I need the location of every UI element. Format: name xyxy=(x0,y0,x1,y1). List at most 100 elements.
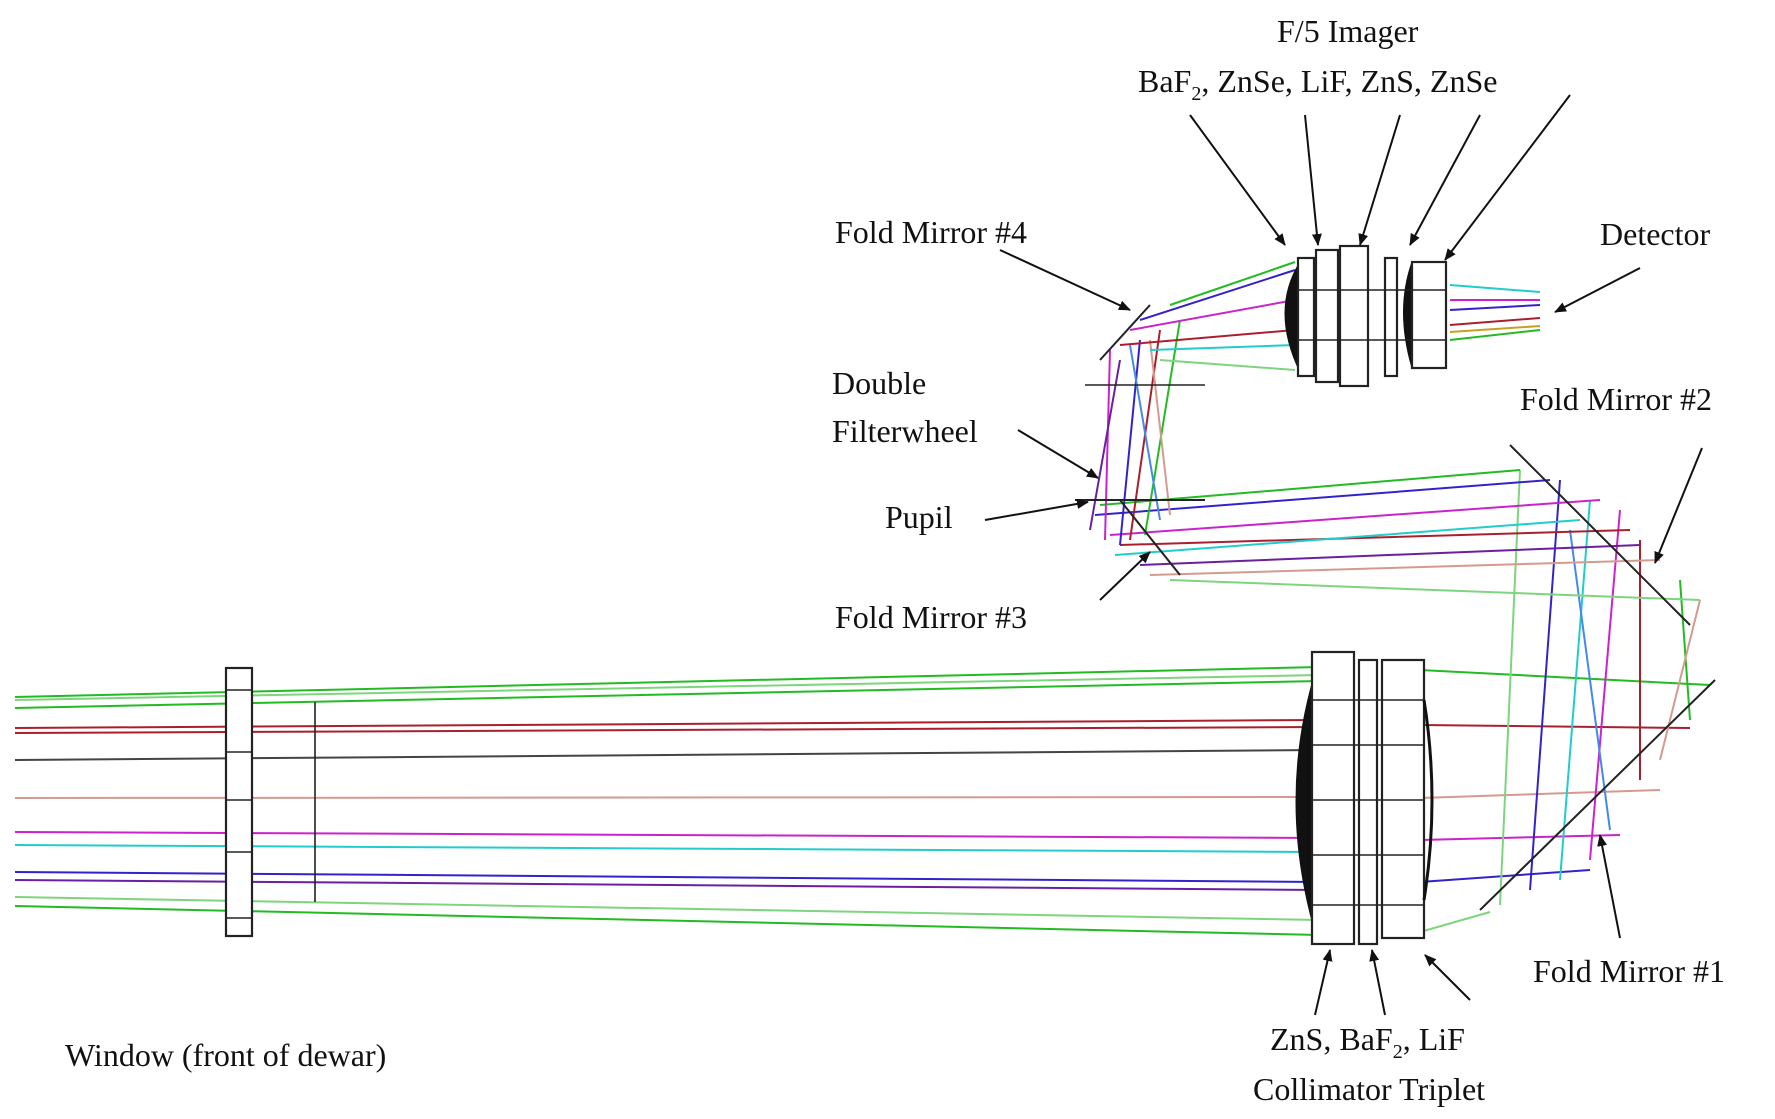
arrow-imager-lif xyxy=(1358,114,1401,246)
mirrors xyxy=(1075,304,1716,911)
arrow-imager-zns xyxy=(1409,114,1481,246)
arrow-collimator-lif xyxy=(1424,954,1471,1001)
ray-input xyxy=(14,719,1321,729)
ray-fold-vertical xyxy=(1529,479,1561,891)
ray-input xyxy=(14,674,1321,701)
ray-fold-vertical xyxy=(1679,579,1691,721)
ray-to-imager xyxy=(1119,329,1296,346)
label-fold-mirror-1: Fold Mirror #1 xyxy=(1533,953,1725,989)
fold-mirror-2 xyxy=(1509,444,1691,626)
ray-fold-vertical xyxy=(1589,509,1621,861)
ray-input xyxy=(14,844,1321,853)
ray-return xyxy=(1149,559,1661,576)
arrow-fold-mirror-3 xyxy=(1099,551,1151,601)
ray-input xyxy=(14,666,1321,698)
callout-arrows xyxy=(984,94,1703,1016)
ray-return xyxy=(1119,529,1631,546)
ray-fold-vertical xyxy=(1659,599,1701,761)
window-lens xyxy=(224,666,254,938)
ray-to-imager xyxy=(1149,344,1296,351)
label-detector: Detector xyxy=(1600,216,1711,252)
arrow-fold-mirror-1 xyxy=(1597,834,1621,939)
arrow-detector xyxy=(1554,267,1641,313)
imager-materials-baf: BaF xyxy=(1138,63,1191,99)
ray-filter-path xyxy=(1149,339,1171,516)
ray-return xyxy=(1169,579,1701,601)
fold-mirror-3 xyxy=(1119,499,1181,576)
ray-input xyxy=(14,680,1321,709)
ray-to-detector xyxy=(1449,284,1541,293)
ray-collimated xyxy=(1419,911,1491,933)
arrow-collimator-baf2 xyxy=(1369,949,1386,1016)
ray-collimated xyxy=(1419,724,1691,729)
imager-title: F/5 Imager xyxy=(1277,13,1419,49)
collimator-materials: ZnS, BaF2, LiF xyxy=(1270,1021,1465,1063)
ray-filter-path xyxy=(1129,344,1161,521)
collimator-title: Collimator Triplet xyxy=(1253,1071,1485,1107)
collimator-lens-lif xyxy=(1380,658,1426,940)
arrow-fold-mirror-4 xyxy=(999,249,1131,311)
ray-to-detector xyxy=(1449,329,1541,341)
imager-lens-zns xyxy=(1383,256,1399,378)
ray-filter-path xyxy=(1104,349,1111,541)
ray-to-imager xyxy=(1159,359,1296,371)
ray-collimated xyxy=(1419,789,1661,799)
label-fold-mirror-2: Fold Mirror #2 xyxy=(1520,381,1712,417)
arrow-imager-znse xyxy=(1304,114,1322,246)
ray-to-imager xyxy=(1169,261,1296,306)
ray-fold-vertical xyxy=(1559,499,1591,881)
ray-filter-path xyxy=(1089,359,1121,531)
arrow-filterwheel xyxy=(1017,429,1099,479)
collimator-materials-sub: 2 xyxy=(1393,1041,1403,1063)
label-double: Double xyxy=(832,365,926,401)
label-filterwheel: Filterwheel xyxy=(832,413,978,449)
ray-filter-path xyxy=(1119,339,1141,546)
ray-filter-path xyxy=(1144,319,1181,536)
imager-materials-rest: , ZnSe, LiF, ZnS, ZnSe xyxy=(1201,63,1497,99)
collimator-materials-zns: ZnS, BaF xyxy=(1270,1021,1393,1057)
ray-fold-vertical xyxy=(1499,469,1521,906)
imager-lens-znse-2 xyxy=(1410,260,1448,370)
collimator-lens-zns xyxy=(1310,650,1356,946)
label-window: Window (front of dewar) xyxy=(65,1037,386,1073)
fold-mirror-4 xyxy=(1099,304,1151,361)
collimator-triplet-lenses xyxy=(1295,650,1434,946)
ray-to-detector xyxy=(1449,304,1541,311)
ray-input xyxy=(14,831,1321,839)
ray-return xyxy=(1139,544,1641,566)
label-pupil: Pupil xyxy=(885,499,953,535)
ray-to-imager xyxy=(1129,299,1296,331)
label-fold-mirror-4: Fold Mirror #4 xyxy=(835,214,1027,250)
ray-collimated xyxy=(1419,869,1591,883)
arrow-collimator-zns xyxy=(1314,949,1333,1016)
ray-input xyxy=(14,796,1321,799)
arrow-fold-mirror-2 xyxy=(1654,447,1703,564)
arrow-imager-baf2 xyxy=(1189,114,1286,246)
ray-to-detector xyxy=(1449,325,1541,333)
window-element xyxy=(224,666,316,938)
imager-lens-curve xyxy=(1403,261,1413,369)
ray-input xyxy=(14,905,1321,936)
imager-materials-sub: 2 xyxy=(1191,83,1201,105)
ray-return xyxy=(1109,499,1601,536)
arrow-imager-znse-2 xyxy=(1444,94,1571,261)
imager-lens-baf2 xyxy=(1296,256,1316,378)
ray-input xyxy=(14,896,1321,921)
ray-return xyxy=(1094,479,1551,516)
ray-to-imager xyxy=(1139,269,1296,321)
collimator-materials-rest: , LiF xyxy=(1403,1021,1465,1057)
fold-mirror-1 xyxy=(1479,679,1716,911)
collimator-lens-curve xyxy=(1422,699,1434,901)
ray-collimated xyxy=(1419,834,1621,841)
imager-lens-znse xyxy=(1314,248,1340,384)
labels: F/5 Imager BaF2, ZnSe, LiF, ZnS, ZnSe Fo… xyxy=(65,13,1725,1107)
arrow-pupil xyxy=(984,498,1089,521)
imager-lenses xyxy=(1284,244,1448,388)
ray-collimated xyxy=(1419,669,1711,686)
ray-to-detector xyxy=(1449,317,1541,326)
imager-lens-lif xyxy=(1338,244,1370,388)
ray-input xyxy=(14,749,1321,761)
collimator-lens-baf2 xyxy=(1357,658,1379,946)
imager-lens-curve xyxy=(1284,261,1301,373)
